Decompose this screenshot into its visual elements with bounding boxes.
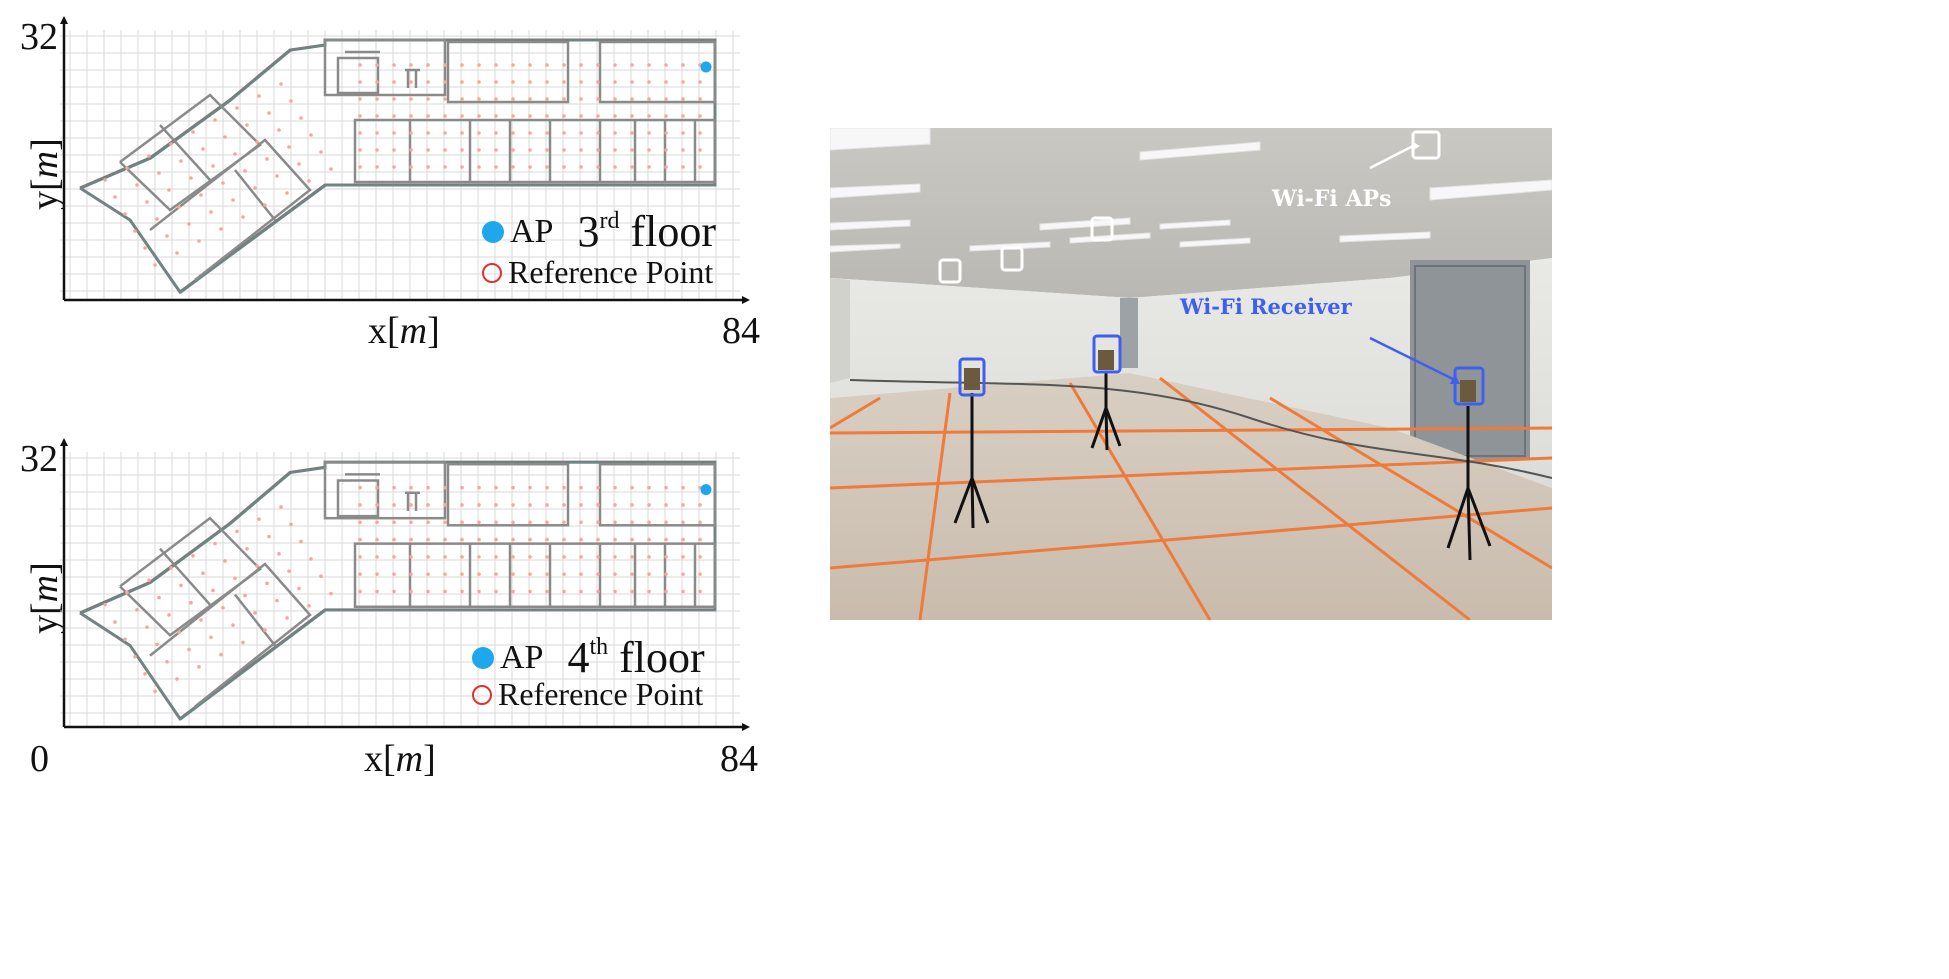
- floor-plan: [60, 16, 750, 304]
- legend-ap: AP 3rd floor: [482, 206, 716, 257]
- floor-plan: [60, 438, 750, 731]
- legend-reference-point: Reference Point: [482, 254, 713, 291]
- floor-title: 3rd floor: [577, 207, 716, 256]
- reference-point-icon: [482, 262, 502, 283]
- x-axis-label: x[m]: [368, 310, 440, 352]
- experiment-photo: Wi-Fi APs Wi-Fi Receiver: [830, 128, 1552, 620]
- ap-marker-icon: [482, 220, 504, 243]
- y-max-label: 32: [20, 438, 58, 480]
- floor-title: 4th floor: [567, 633, 705, 682]
- reference-point-icon: [472, 684, 492, 705]
- legend-reference-point: Reference Point: [472, 676, 703, 713]
- wifi-receiver-label: Wi-Fi Receiver: [1180, 294, 1352, 319]
- legend-ap: AP 4th floor: [472, 632, 705, 683]
- y-axis-label: y[m]: [24, 138, 66, 210]
- x-max-label: 84: [722, 310, 760, 352]
- y-axis-label: y[m]: [24, 562, 66, 634]
- x-max-label: 84: [720, 738, 758, 780]
- y-max-label: 32: [20, 16, 58, 58]
- receiver-highlight-boxes: [958, 334, 1485, 406]
- wifi-aps-label: Wi-Fi APs: [1272, 186, 1392, 212]
- ap-marker-icon: [472, 646, 494, 669]
- x-min-label: 0: [30, 738, 49, 780]
- x-axis-label: x[m]: [364, 738, 436, 780]
- indoor-scene-illustration: [830, 128, 1552, 620]
